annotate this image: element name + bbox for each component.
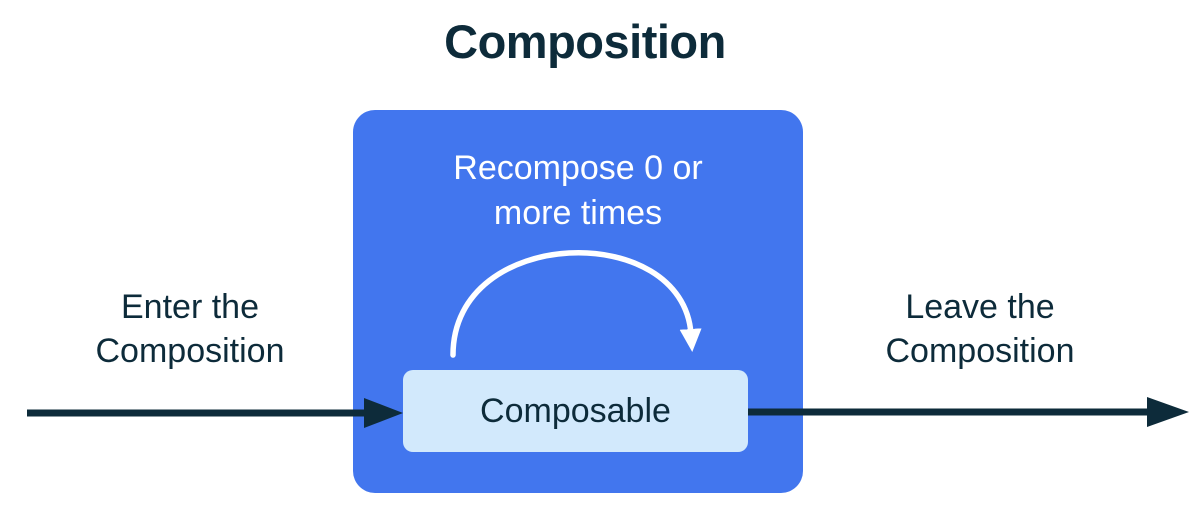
- recompose-loop-arrow-icon: [450, 250, 702, 358]
- composition-container: Recompose 0 or more times Composable: [353, 110, 803, 493]
- enter-composition-label: Enter the Composition: [95, 288, 285, 370]
- composable-node: Composable: [403, 370, 748, 452]
- enter-arrow-icon: [27, 398, 403, 428]
- composable-label: Composable: [480, 391, 671, 430]
- leave-composition-label: Leave the Composition: [885, 288, 1075, 370]
- diagram-title: Composition: [444, 15, 726, 68]
- recompose-label: Recompose 0 or more times: [453, 149, 703, 232]
- leave-arrow-icon: [748, 397, 1189, 427]
